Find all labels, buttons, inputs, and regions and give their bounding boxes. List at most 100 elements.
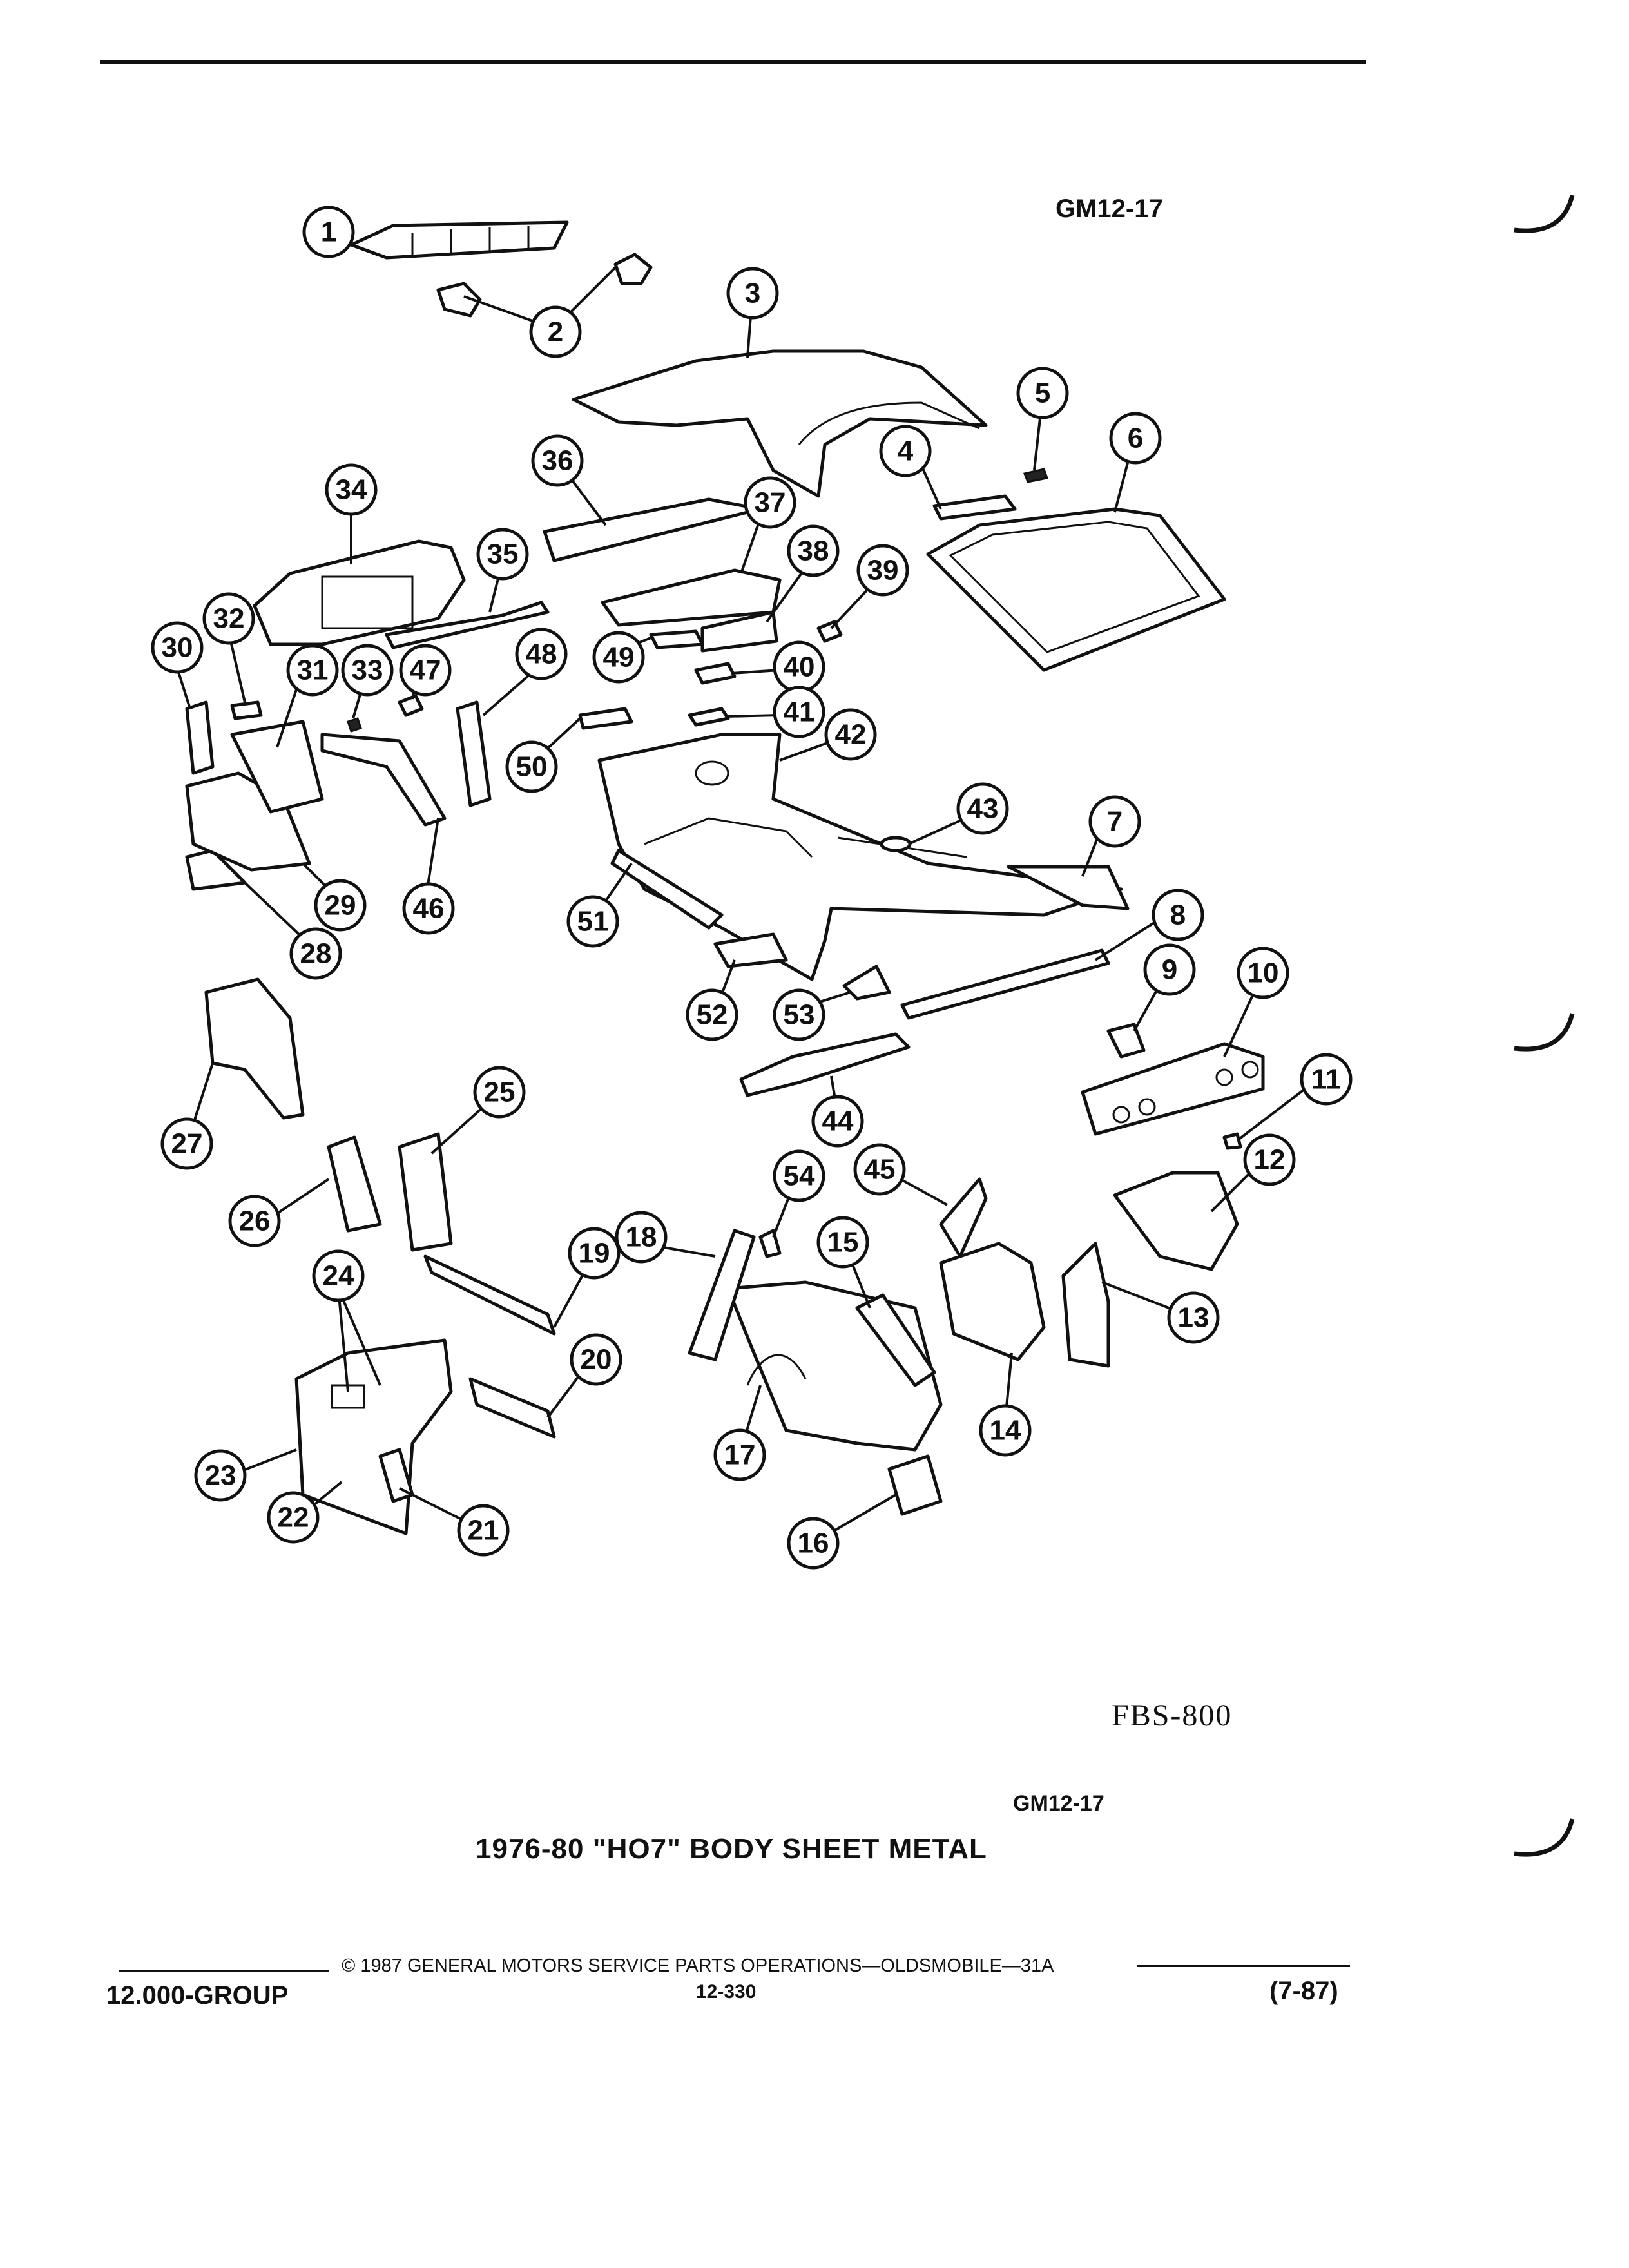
footer-group: 12.000-GROUP	[106, 1981, 289, 2010]
part-bracket-lower	[436, 282, 482, 318]
svg-text:14: 14	[990, 1415, 1021, 1446]
callout-7: 7	[1088, 795, 1141, 848]
callout-38: 38	[787, 524, 840, 577]
callout-28: 28	[289, 927, 342, 980]
callout-54: 54	[773, 1149, 825, 1202]
svg-text:48: 48	[526, 639, 557, 670]
callout-45: 45	[853, 1143, 906, 1196]
svg-text:35: 35	[487, 539, 519, 570]
callout-15: 15	[816, 1216, 869, 1269]
svg-text:19: 19	[579, 1238, 610, 1269]
svg-text:49: 49	[603, 642, 635, 673]
part-bracket-31	[230, 720, 324, 814]
binder-mark-middle	[1514, 1013, 1575, 1052]
part-floor-edge-51	[610, 849, 724, 930]
svg-text:3: 3	[745, 278, 760, 309]
svg-text:25: 25	[484, 1077, 516, 1108]
callout-18: 18	[615, 1211, 668, 1264]
callout-25: 25	[473, 1066, 526, 1119]
part-pillar-15	[855, 1293, 936, 1387]
caption-title: 1976-80 "HO7" BODY SHEET METAL	[476, 1833, 987, 1865]
svg-text:31: 31	[297, 655, 329, 686]
part-crossmember-44	[739, 1032, 911, 1097]
part-pillar-26	[327, 1135, 382, 1233]
callout-41: 41	[773, 686, 825, 738]
callout-19: 19	[568, 1227, 621, 1280]
callout-4: 4	[879, 425, 932, 477]
callout-29: 29	[314, 879, 367, 932]
svg-text:44: 44	[822, 1106, 854, 1137]
part-wheelhouse-14	[939, 1242, 1046, 1361]
part-brace-35	[385, 601, 550, 649]
caption-figure-code: GM12-17	[1013, 1791, 1104, 1816]
part-bracket-50	[578, 707, 633, 730]
svg-text:18: 18	[626, 1222, 657, 1253]
callout-11: 11	[1300, 1053, 1353, 1106]
svg-text:37: 37	[755, 487, 786, 519]
svg-text:40: 40	[784, 651, 815, 683]
callout-21: 21	[457, 1504, 510, 1557]
part-pillar-48	[456, 700, 492, 807]
callout-53: 53	[773, 988, 825, 1041]
part-clip-5	[1023, 468, 1048, 483]
callout-5: 5	[1016, 367, 1069, 419]
svg-text:38: 38	[798, 535, 829, 567]
part-back-window-frame	[926, 507, 1226, 672]
callout-20: 20	[570, 1333, 622, 1386]
part-rear-panel-10	[1081, 1042, 1265, 1136]
callout-39: 39	[856, 544, 909, 597]
binder-mark-top	[1514, 195, 1575, 233]
svg-text:20: 20	[581, 1344, 612, 1376]
svg-text:9: 9	[1162, 954, 1177, 986]
callout-14: 14	[979, 1404, 1032, 1457]
part-roof-outer-panel	[349, 220, 569, 260]
callout-group: 1 2 3 4 5 6 7 8 9 10 11 12 13 14 15 16 1…	[151, 206, 1353, 1570]
callout-8: 8	[1152, 889, 1204, 941]
part-bracket-13	[1061, 1242, 1110, 1368]
svg-text:50: 50	[516, 751, 548, 783]
callout-1: 1	[302, 206, 355, 258]
svg-text:12: 12	[1254, 1144, 1286, 1176]
svg-text:33: 33	[352, 655, 383, 686]
callout-17: 17	[713, 1428, 766, 1481]
callout-50: 50	[505, 740, 558, 793]
callout-36: 36	[531, 434, 584, 487]
callout-32: 32	[202, 592, 255, 645]
svg-text:47: 47	[410, 655, 441, 686]
svg-text:13: 13	[1178, 1302, 1210, 1334]
svg-text:53: 53	[784, 999, 815, 1031]
callout-27: 27	[160, 1117, 213, 1170]
svg-text:7: 7	[1107, 806, 1123, 838]
part-bracket-41	[688, 707, 730, 727]
svg-text:54: 54	[784, 1160, 815, 1192]
svg-text:42: 42	[835, 719, 867, 751]
svg-text:17: 17	[724, 1439, 756, 1471]
part-floor-pan	[597, 733, 1123, 981]
svg-text:27: 27	[171, 1128, 203, 1160]
callout-3: 3	[726, 267, 779, 320]
callout-2: 2	[529, 305, 582, 358]
part-filler-16	[887, 1454, 943, 1516]
callout-6: 6	[1109, 412, 1162, 465]
callout-23: 23	[194, 1449, 247, 1502]
part-roof-assembly	[572, 349, 988, 498]
callout-13: 13	[1167, 1291, 1220, 1344]
callout-24: 24	[312, 1249, 365, 1302]
footer-rule-right	[1137, 1965, 1350, 1967]
svg-text:28: 28	[300, 938, 332, 970]
footer-rule-left	[119, 1970, 329, 1972]
part-bracket-39	[816, 620, 843, 643]
callout-10: 10	[1237, 947, 1289, 999]
top-rule	[100, 60, 1366, 64]
svg-text:1: 1	[321, 216, 336, 248]
callout-22: 22	[267, 1491, 320, 1544]
svg-text:6: 6	[1128, 423, 1143, 454]
svg-text:45: 45	[864, 1154, 896, 1186]
footer-date-code: (7-87)	[1269, 1977, 1338, 2005]
svg-text:5: 5	[1035, 378, 1050, 409]
svg-text:26: 26	[239, 1206, 271, 1237]
part-clip-33	[347, 717, 362, 733]
callout-47: 47	[399, 644, 452, 697]
part-windshield-header	[543, 497, 762, 562]
